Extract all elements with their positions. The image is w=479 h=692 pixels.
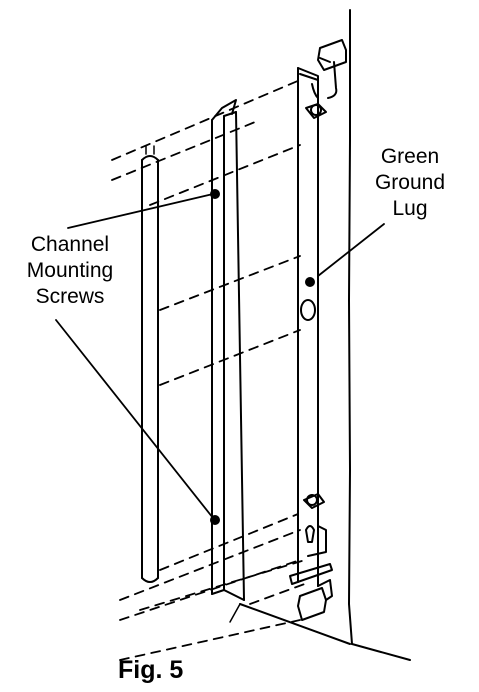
leader-screw-bottom — [55, 319, 214, 519]
label-line: Mounting — [26, 259, 114, 282]
fluorescent-tube — [141, 145, 159, 583]
label-green-ground-lug: Green Ground Lug — [360, 144, 460, 222]
mounting-bracket — [289, 39, 347, 621]
leader-screw-top — [67, 193, 214, 229]
figure-caption: Fig. 5 — [118, 656, 184, 684]
label-line: Lug — [392, 197, 428, 220]
leader-ground-lug — [317, 223, 385, 277]
label-line: Channel — [30, 233, 110, 256]
alignment-lines — [111, 79, 311, 661]
knockout-hole — [300, 299, 316, 321]
label-line: Ground — [374, 171, 446, 194]
green-ground-lug — [305, 277, 315, 287]
wall-panel — [229, 9, 411, 661]
label-line: Screws — [35, 285, 105, 308]
label-channel-mounting-screws: Channel Mounting Screws — [0, 232, 140, 310]
channel-cover — [210, 99, 245, 601]
leader-lines — [55, 193, 385, 519]
label-line: Green — [380, 145, 440, 168]
